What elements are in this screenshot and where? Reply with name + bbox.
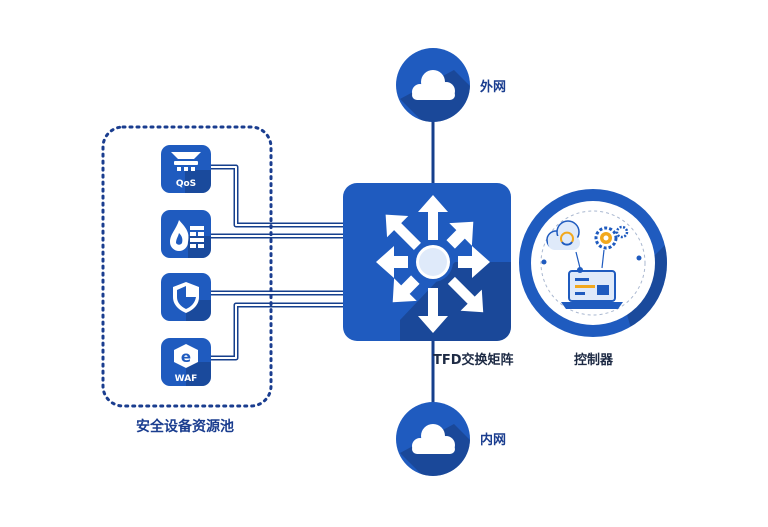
link-waf — [211, 302, 343, 361]
intranet-node[interactable] — [396, 402, 520, 519]
waf-label: WAF — [175, 374, 198, 384]
controller-label: 控制器 — [574, 353, 614, 368]
internet-node[interactable] — [396, 48, 520, 165]
security-pool-label: 安全设备资源池 — [136, 419, 234, 435]
controller-node[interactable] — [519, 189, 700, 360]
cloud-icon — [412, 424, 455, 454]
switch-matrix-label: TFD交换矩阵 — [433, 353, 514, 368]
device-shield[interactable] — [161, 273, 230, 328]
qos-icon: QoS — [171, 152, 201, 189]
security-pool-frame — [101, 125, 273, 408]
link-qos — [211, 164, 343, 228]
svg-text:e: e — [181, 348, 191, 366]
device-qos[interactable]: QoS — [161, 145, 230, 200]
shield-icon — [173, 282, 199, 313]
device-links — [211, 164, 343, 361]
cloud-icon — [412, 70, 455, 100]
intranet-label: 内网 — [480, 433, 507, 448]
switch-matrix-node[interactable] — [343, 174, 524, 352]
controller-icon — [541, 220, 642, 309]
firewall-icon — [170, 220, 204, 251]
device-waf[interactable]: e WAF — [161, 338, 230, 392]
waf-icon: e WAF — [174, 344, 198, 384]
internet-label: 外网 — [480, 80, 507, 95]
arrows-cross-icon — [376, 195, 490, 333]
device-firewall[interactable] — [161, 210, 230, 265]
qos-label: QoS — [176, 179, 196, 189]
